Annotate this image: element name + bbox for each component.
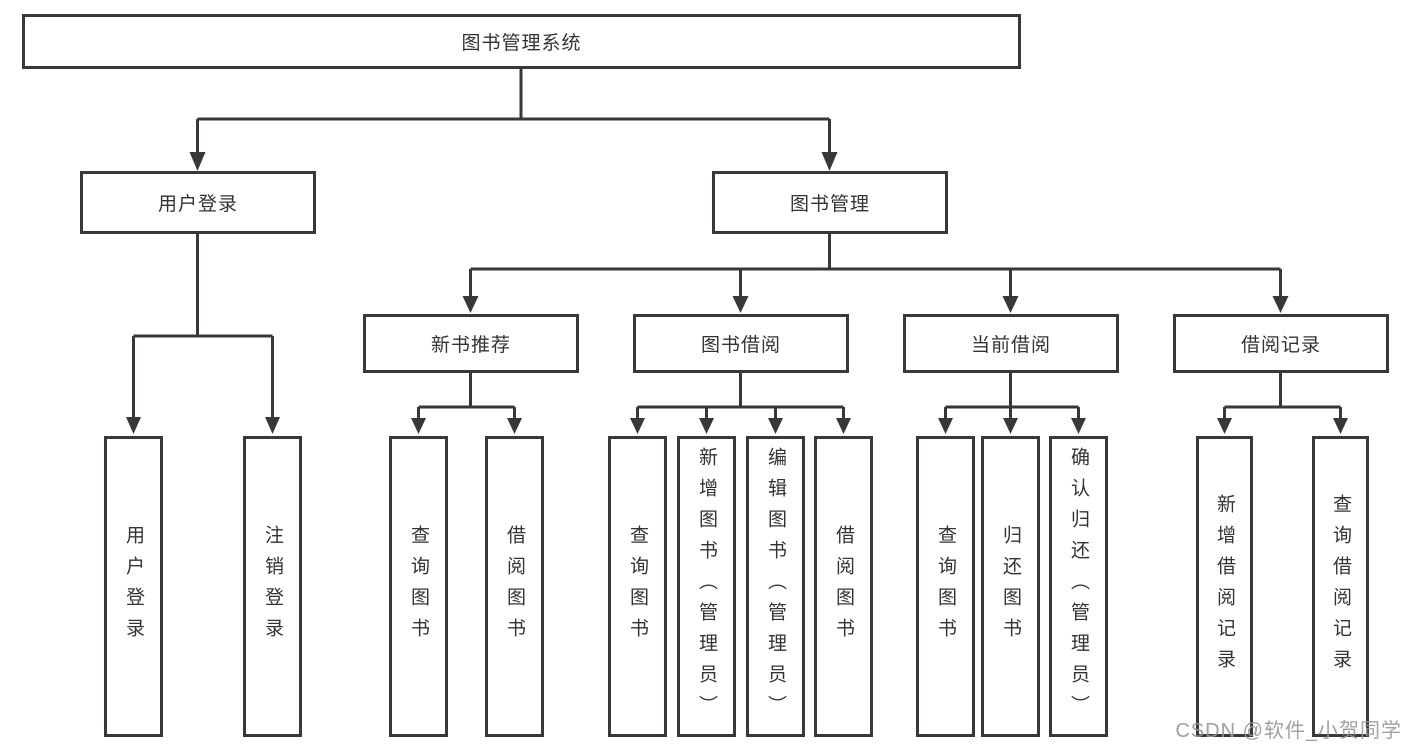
leaf-logout: 注销登录 bbox=[243, 436, 302, 737]
leaf-query-books-recommend: 查询图书 bbox=[389, 436, 448, 737]
arrowhead bbox=[462, 296, 479, 313]
arrowhead bbox=[265, 417, 280, 434]
arrowhead bbox=[699, 418, 714, 434]
node-book-borrowing: 图书借阅 bbox=[633, 314, 849, 373]
arrowhead bbox=[411, 418, 426, 434]
arrowhead bbox=[938, 418, 953, 434]
csdn-watermark: CSDN @软件_小贺同学 bbox=[1175, 720, 1402, 742]
node-borrowing-records: 借阅记录 bbox=[1173, 314, 1389, 373]
leaf-add-borrow-record: 新增借阅记录 bbox=[1196, 436, 1253, 737]
node-book-management: 图书管理 bbox=[712, 171, 948, 234]
connector-current-borrow-children bbox=[938, 373, 1086, 434]
arrowhead bbox=[189, 152, 206, 171]
connector-book-borrow-children bbox=[630, 373, 851, 434]
connector-borrow-record-children bbox=[1217, 373, 1348, 434]
arrowhead bbox=[1003, 418, 1018, 434]
leaf-borrow-books: 借阅图书 bbox=[814, 436, 873, 737]
arrowhead bbox=[768, 418, 783, 434]
arrowhead bbox=[630, 418, 645, 434]
arrowhead bbox=[732, 296, 749, 313]
arrowhead bbox=[1333, 418, 1348, 434]
connector-user-login-children bbox=[126, 234, 280, 434]
node-user-login: 用户登录 bbox=[80, 171, 316, 234]
arrowhead bbox=[126, 417, 141, 434]
connector-new-book-children bbox=[411, 373, 522, 434]
leaf-query-borrow-record: 查询借阅记录 bbox=[1312, 436, 1369, 737]
leaf-user-login: 用户登录 bbox=[104, 436, 163, 737]
leaf-edit-books-admin: 编辑图书（管理员） bbox=[746, 436, 805, 737]
node-new-book-recommend: 新书推荐 bbox=[363, 314, 579, 373]
arrowhead bbox=[1217, 418, 1232, 434]
leaf-borrow-books-recommend: 借阅图书 bbox=[485, 436, 544, 737]
node-current-borrowing: 当前借阅 bbox=[903, 314, 1119, 373]
leaf-return-books: 归还图书 bbox=[981, 436, 1040, 737]
leaf-query-books-current: 查询图书 bbox=[916, 436, 975, 737]
arrowhead bbox=[1002, 296, 1019, 313]
arrowhead bbox=[1071, 418, 1086, 434]
arrowhead bbox=[836, 418, 851, 434]
leaf-query-books-borrow: 查询图书 bbox=[608, 436, 667, 737]
arrowhead bbox=[507, 418, 522, 434]
node-library-management-system: 图书管理系统 bbox=[22, 14, 1021, 69]
arrowhead bbox=[821, 152, 838, 171]
connector-root-to-level2 bbox=[189, 69, 838, 171]
arrowhead bbox=[1272, 296, 1289, 313]
leaf-add-books-admin: 新增图书（管理员） bbox=[677, 436, 736, 737]
connector-book-mgmt-to-level3 bbox=[462, 234, 1289, 313]
leaf-confirm-return-admin: 确认归还（管理员） bbox=[1049, 436, 1108, 737]
